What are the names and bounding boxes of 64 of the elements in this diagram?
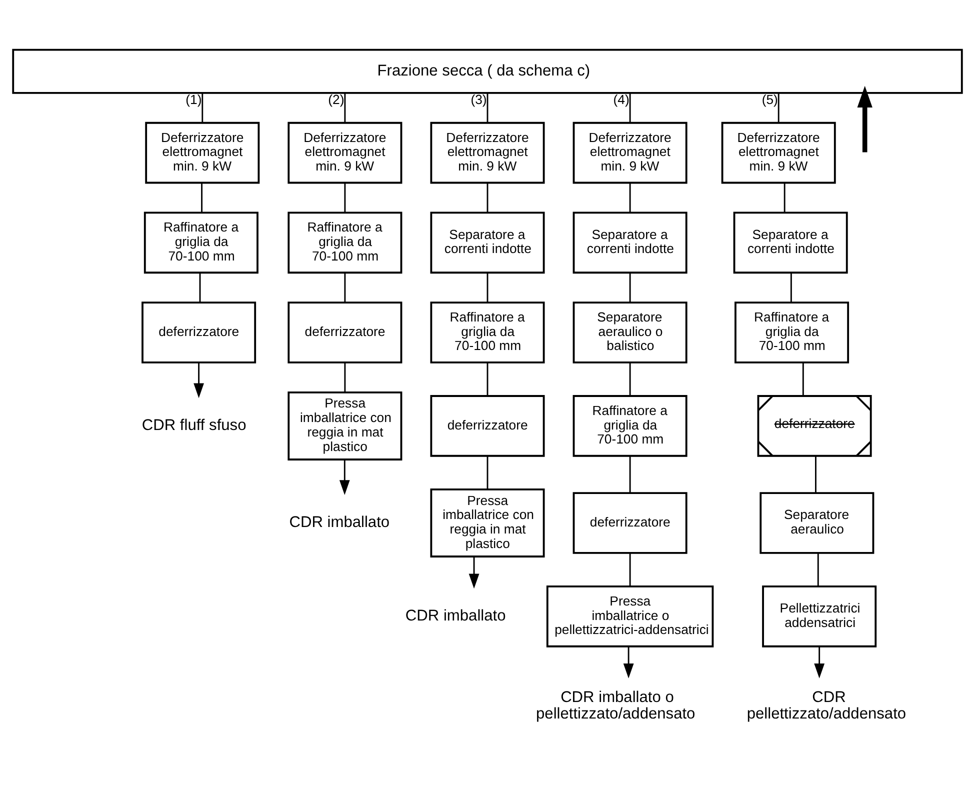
node-box: Pressa imballatrice con reggia in mat plastico [288, 390, 402, 460]
connector [815, 456, 816, 492]
node-box: deferrizzatore [430, 394, 545, 456]
node-box: Deferrizzatore elettromagnet min. 9 kW [288, 121, 402, 184]
arrow [623, 646, 634, 678]
arrow [339, 459, 350, 494]
node-box: Raffinatore a griglia da 70-100 mm [144, 211, 258, 274]
arrow [194, 362, 204, 398]
node-box: Separatore aeraulico o balistico [572, 301, 688, 363]
connector [344, 272, 346, 302]
node-box: Deferrizzatore elettromagnet min. 9 kW [572, 121, 688, 184]
node-box: Pressa imballatrice con reggia in mat plastico [430, 488, 545, 557]
node-box: Raffinatore a griglia da 70-100 mm [430, 301, 545, 363]
node-box: Pressa imballatrice o pellettizzatrici-addensatrici [546, 585, 714, 647]
connector [486, 92, 488, 122]
connector [629, 92, 631, 122]
connector [778, 92, 780, 122]
node-text: CDR fluff sfuso [142, 416, 246, 434]
connector [199, 272, 201, 302]
node-text: CDR imballato o pellettizzato/addensato [536, 688, 696, 722]
connector [486, 362, 488, 396]
connector [344, 92, 346, 122]
node-box: Raffinatore a griglia da 70-100 mm [734, 301, 850, 363]
connector [202, 92, 204, 122]
node-box: deferrizzatore [572, 492, 688, 554]
connector [629, 552, 631, 586]
connector [790, 272, 792, 302]
arrow [814, 646, 825, 678]
edge-label: (1) [186, 92, 202, 107]
connector [629, 182, 631, 212]
edge-label: (4) [613, 92, 630, 107]
connector [629, 272, 631, 302]
connector [802, 362, 804, 396]
connector [486, 182, 488, 212]
node-box: Separatore a correnti indotte [733, 211, 848, 274]
connector [817, 552, 819, 586]
node-box: Pellettizzatrici addensatrici [762, 585, 877, 647]
node-box: deferrizzatore [142, 301, 256, 363]
node-text: CDR imballato [289, 514, 390, 531]
node-text: CDR imballato [405, 606, 506, 624]
node-box: Deferrizzatore elettromagnet min. 9 kW [721, 121, 836, 184]
node-box: Raffinatore a griglia da 70-100 mm [572, 394, 688, 456]
edge-label: (2) [328, 92, 344, 107]
node-box: deferrizzatore [288, 301, 402, 363]
node-box: Frazione secca ( da schema c) [12, 48, 963, 94]
node-text: CDR pellettizzato/addensato [746, 688, 906, 722]
connector [486, 272, 488, 302]
arrow [468, 556, 480, 588]
connector [784, 182, 786, 212]
edge-label: (3) [470, 92, 487, 107]
node-box: Deferrizzatore elettromagnet min. 9 kW [145, 121, 260, 184]
connector [344, 362, 346, 392]
node-box: Separatore aeraulico [760, 492, 874, 554]
connector [344, 182, 346, 212]
node-box: Deferrizzatore elettromagnet min. 9 kW [430, 121, 545, 184]
connector [201, 182, 203, 212]
node-box: Raffinatore a griglia da 70-100 mm [288, 211, 402, 274]
arrow [857, 85, 872, 152]
edge-label: (5) [762, 92, 778, 107]
node-box: Separatore a correnti indotte [430, 211, 545, 274]
connector [486, 456, 488, 489]
connector [629, 456, 631, 492]
connector [629, 362, 631, 396]
node-box: Separatore a correnti indotte [572, 211, 688, 274]
